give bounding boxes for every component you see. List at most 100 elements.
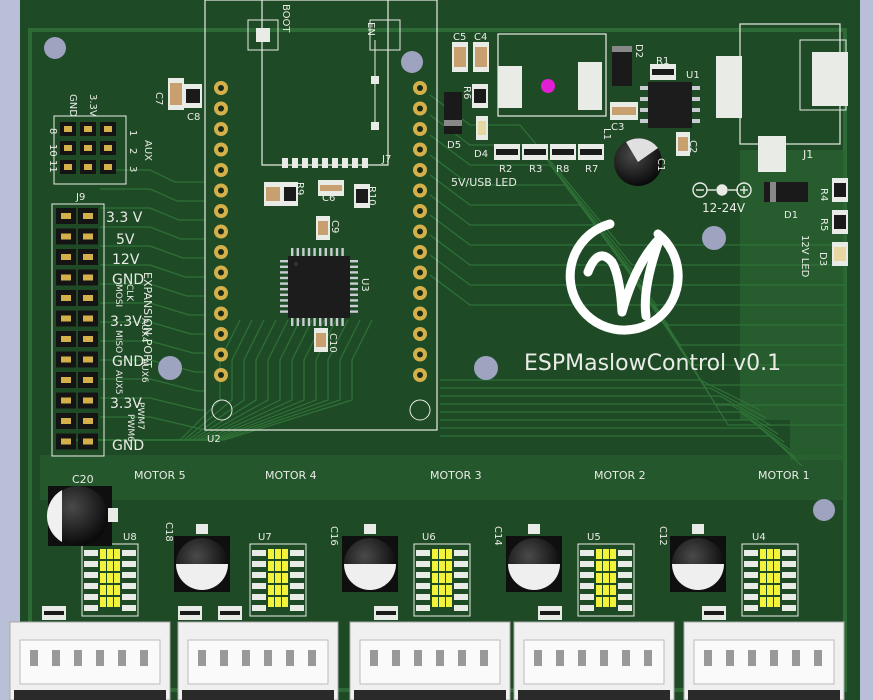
- smd-body: [475, 47, 487, 67]
- qfp-pin: [296, 248, 299, 256]
- exp-pin: [83, 295, 93, 301]
- ref-C8: C8: [187, 112, 200, 123]
- driver-pin: [744, 572, 758, 578]
- thermal-pad: [610, 561, 616, 571]
- smd-body: [524, 149, 546, 155]
- aux-pin: [104, 145, 112, 151]
- thermal-pad: [774, 573, 780, 583]
- header-pad-hole: [417, 105, 423, 112]
- smd-body: [496, 149, 518, 155]
- ref-R2: R2: [499, 164, 512, 175]
- jst-pin: [726, 650, 734, 666]
- thermal-pad: [282, 597, 288, 607]
- thermal-pad: [760, 561, 766, 571]
- qfp-pin: [313, 248, 316, 256]
- aux-pin: [84, 164, 92, 170]
- trace: [100, 226, 205, 240]
- exp-pin: [83, 377, 93, 383]
- j7-pad: [362, 158, 368, 168]
- thermal-pad: [603, 573, 609, 583]
- thermal-pad: [114, 573, 120, 583]
- trace: [429, 194, 845, 346]
- smd-body: [704, 611, 724, 615]
- v33-top-label: 3.3V: [87, 94, 98, 117]
- driver-outline: [249, 543, 307, 617]
- qfp-pin: [350, 310, 358, 313]
- qfp-pin: [350, 293, 358, 296]
- jst-shadow: [518, 690, 670, 700]
- maslow-logo: [565, 219, 683, 335]
- thermal-pad: [774, 585, 780, 595]
- driver-pin: [252, 605, 266, 611]
- exp-pin-label: MISO: [113, 330, 123, 353]
- boot-button: [256, 28, 270, 42]
- thermal-pad: [268, 585, 274, 595]
- thermal-pad: [268, 597, 274, 607]
- ref-U4: U4: [752, 532, 766, 543]
- thermal-pad: [282, 561, 288, 571]
- j7-pad: [282, 158, 288, 168]
- jst-pin: [370, 650, 378, 666]
- exp-pin: [83, 336, 93, 342]
- thermal-pad: [114, 561, 120, 571]
- esp32-module-outline: [204, 0, 438, 431]
- exp-pin-label: 3.3V: [110, 396, 142, 412]
- ref-R3: R3: [529, 164, 542, 175]
- driver-pin: [252, 583, 266, 589]
- jst-pin: [644, 650, 652, 666]
- thermal-pad: [100, 573, 106, 583]
- j7-pad: [292, 158, 298, 168]
- aux-header: [53, 115, 127, 185]
- exp-pin: [83, 213, 93, 219]
- trace: [429, 254, 845, 406]
- thermal-pad: [432, 561, 438, 571]
- smd-body: [180, 611, 200, 615]
- driver-pin: [618, 572, 632, 578]
- driver-pin: [618, 550, 632, 556]
- qfp-pin: [280, 293, 288, 296]
- thermal-pad: [760, 549, 766, 559]
- smd-body: [320, 185, 342, 191]
- smd-body: [220, 611, 240, 615]
- jst-pin: [96, 650, 104, 666]
- qfp-pin: [341, 318, 344, 326]
- cap-pad: [364, 524, 376, 534]
- exp-pin: [61, 418, 71, 424]
- mount-hole: [702, 226, 726, 250]
- trace: [440, 435, 803, 467]
- jst-pin: [242, 650, 250, 666]
- thermal-pad: [767, 585, 773, 595]
- u1-pin: [640, 97, 648, 101]
- jst-pin: [52, 650, 60, 666]
- thermal-pad: [107, 573, 113, 583]
- dc-polarity-symbol: [692, 182, 752, 198]
- thermal-pad: [275, 585, 281, 595]
- qfp-pin: [280, 265, 288, 268]
- thermal-pad: [432, 597, 438, 607]
- thermal-pad: [446, 549, 452, 559]
- header-pad-hole: [218, 208, 224, 214]
- thermal-pad: [107, 561, 113, 571]
- driver-pin: [782, 605, 796, 611]
- qfp-pin: [350, 271, 358, 274]
- jst-inner: [187, 639, 329, 685]
- header-pad-hole: [218, 126, 224, 132]
- driver-pin: [782, 572, 796, 578]
- expansion-port-header: [51, 203, 105, 457]
- exp-pin-label: GND: [112, 438, 144, 454]
- thermal-pad: [268, 573, 274, 583]
- trace: [440, 403, 779, 435]
- thermal-pad: [603, 549, 609, 559]
- aux-pin: [84, 145, 92, 151]
- driver-pin: [290, 594, 304, 600]
- trace: [440, 387, 767, 419]
- ref-C14: C14: [492, 526, 503, 546]
- motor-label: MOTOR 4: [265, 469, 317, 482]
- qfp-pin: [350, 276, 358, 280]
- smd-body: [454, 47, 466, 67]
- thermal-pad: [774, 561, 780, 571]
- header-pad-hole: [417, 85, 423, 91]
- smd-body: [580, 149, 602, 155]
- aux-pin: [104, 126, 112, 132]
